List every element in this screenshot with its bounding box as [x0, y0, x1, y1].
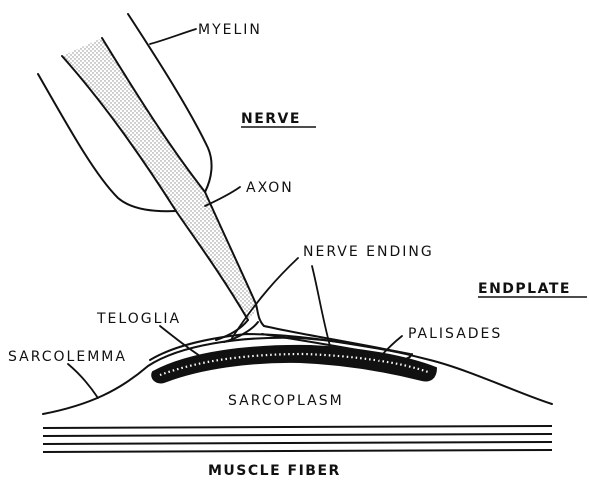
- axon-left-outline: [62, 56, 248, 320]
- label-nerve: NERVE: [241, 111, 301, 127]
- muscle-fiber-lines: [43, 426, 552, 452]
- label-palisades: PALISADES: [408, 326, 502, 342]
- label-axon: AXON: [246, 180, 294, 196]
- label-sarcoplasm: SARCOPLASM: [228, 393, 344, 409]
- label-myelin: MYELIN: [198, 22, 262, 38]
- axon-shaded-core: [62, 38, 256, 320]
- label-muscle-fiber: MUSCLE FIBER: [208, 463, 341, 479]
- label-nerve-ending: NERVE ENDING: [303, 244, 434, 260]
- label-sarcolemma: SARCOLEMMA: [8, 349, 127, 365]
- sarcolemma-leader-line: [68, 364, 98, 398]
- nerve-ending-leader-line-2: [312, 266, 330, 346]
- label-teloglia: TELOGLIA: [96, 311, 181, 327]
- label-endplate: ENDPLATE: [478, 281, 571, 297]
- axon-leader-line: [205, 187, 240, 206]
- myelin-leader-line: [150, 29, 196, 44]
